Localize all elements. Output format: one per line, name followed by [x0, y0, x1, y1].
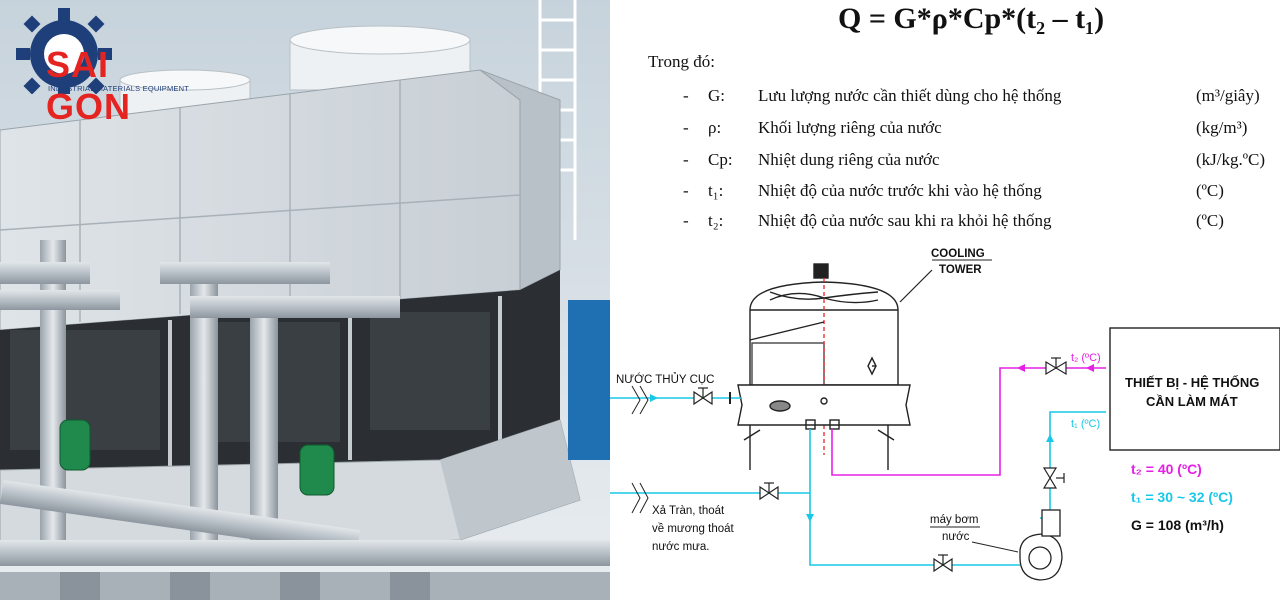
definition-row: - G: Lưu lượng nước cần thiết dùng cho h… — [610, 86, 1280, 114]
cooling-tower-photo: SAI GON INDUSTRIAL MATERIALS EQUIPMENT — [0, 0, 610, 600]
definition-description: Nhiệt độ của nước trước khi vào hệ thống — [758, 181, 1042, 200]
hot-water-line — [831, 367, 1106, 476]
pump-icon — [1019, 509, 1063, 581]
flow-arrow-icon — [1046, 434, 1054, 442]
definition-row: - t₂: Nhiệt độ của nước sau khi ra khỏi … — [610, 211, 1280, 239]
definition-symbol: Cp: — [708, 150, 733, 169]
definition-unit: (ºC) — [1196, 211, 1224, 230]
definition-dash: - — [683, 86, 689, 105]
definition-description: Nhiệt độ của nước sau khi ra khỏi hệ thố… — [758, 211, 1052, 230]
formula-panel: Q = G*ρ*Cp*(t₂ – t₁) Trong đó: - G: Lưu … — [610, 0, 1280, 600]
definition-description: Khối lượng riêng của nước — [758, 118, 942, 137]
cooling-tower-symbol — [737, 263, 911, 470]
definition-symbol: t₁: — [708, 181, 724, 200]
cooling-tower-label: COOLING — [931, 248, 985, 260]
definition-symbol: t₂: — [708, 211, 724, 230]
definition-unit: (ºC) — [1196, 181, 1224, 200]
equipment-box — [1109, 327, 1280, 451]
definition-dash: - — [683, 181, 689, 200]
pump-label: nước — [942, 531, 970, 543]
definitions-intro: Trong đó: — [648, 52, 715, 71]
t2-value: t₂ = 40 (ºC) — [1131, 461, 1202, 477]
flow-arrow-icon — [1086, 364, 1094, 372]
gear-icon — [16, 8, 112, 94]
definition-dash: - — [683, 150, 689, 169]
pipe-break-icon — [631, 385, 649, 514]
definition-description: Nhiệt dung riêng của nước — [758, 150, 940, 169]
valve-icon — [693, 387, 1065, 573]
definition-description: Lưu lượng nước cần thiết dùng cho hệ thố… — [758, 86, 1062, 105]
definition-unit: (kg/m³) — [1196, 118, 1248, 137]
equipment-label: THIẾT BỊ - HỆ THỐNG — [1125, 375, 1259, 390]
definition-dash: - — [683, 118, 689, 137]
city-water-label: NƯỚC THỦY CỤC — [616, 373, 715, 386]
definition-unit: (kJ/kg.ºC) — [1196, 150, 1266, 169]
flow-arrow-icon — [650, 394, 658, 402]
definition-row: - Cp: Nhiệt dung riêng của nước (kJ/kg.º… — [610, 150, 1280, 178]
definition-dash: - — [683, 211, 689, 230]
definition-symbol: G: — [708, 86, 725, 105]
t1-tag: t₁ (ºC) — [1071, 418, 1100, 430]
cooling-tower-illustration — [0, 0, 610, 600]
t1-value: t₁ = 30 ~ 32 (ºC) — [1131, 489, 1233, 505]
definition-row: - t₁: Nhiệt độ của nước trước khi vào hệ… — [610, 181, 1280, 209]
cooling-tower-label: TOWER — [939, 264, 982, 276]
definition-row: - ρ: Khối lượng riêng của nước (kg/m³) — [610, 118, 1280, 146]
equipment-label: CẦN LÀM MÁT — [1146, 394, 1238, 409]
definition-unit: (m³/giây) — [1196, 86, 1260, 105]
logo-tagline: INDUSTRIAL MATERIALS EQUIPMENT — [48, 84, 190, 93]
flow-rate-value: G = 108 (m³/h) — [1131, 517, 1224, 533]
flow-arrow-icon — [1017, 364, 1025, 372]
cooling-system-schematic: COOLING TOWER t₂ (ºC) — [610, 248, 1280, 581]
valve-icon — [1045, 357, 1067, 376]
heat-load-formula: Q = G*ρ*Cp*(t₂ – t₁) — [838, 2, 1105, 35]
logo-name: SAI GON — [46, 44, 132, 127]
flow-arrow-icon — [806, 514, 814, 522]
definition-symbol: ρ: — [708, 118, 722, 137]
company-logo: SAI GON INDUSTRIAL MATERIALS EQUIPMENT — [2, 4, 189, 127]
pump-label: máy bơm — [930, 514, 978, 526]
t2-tag: t₂ (ºC) — [1071, 352, 1101, 364]
overflow-label: về mương thoát — [652, 523, 735, 535]
overflow-label: Xả Tràn, thoát — [652, 505, 725, 517]
overflow-label: nước mưa. — [652, 541, 709, 553]
